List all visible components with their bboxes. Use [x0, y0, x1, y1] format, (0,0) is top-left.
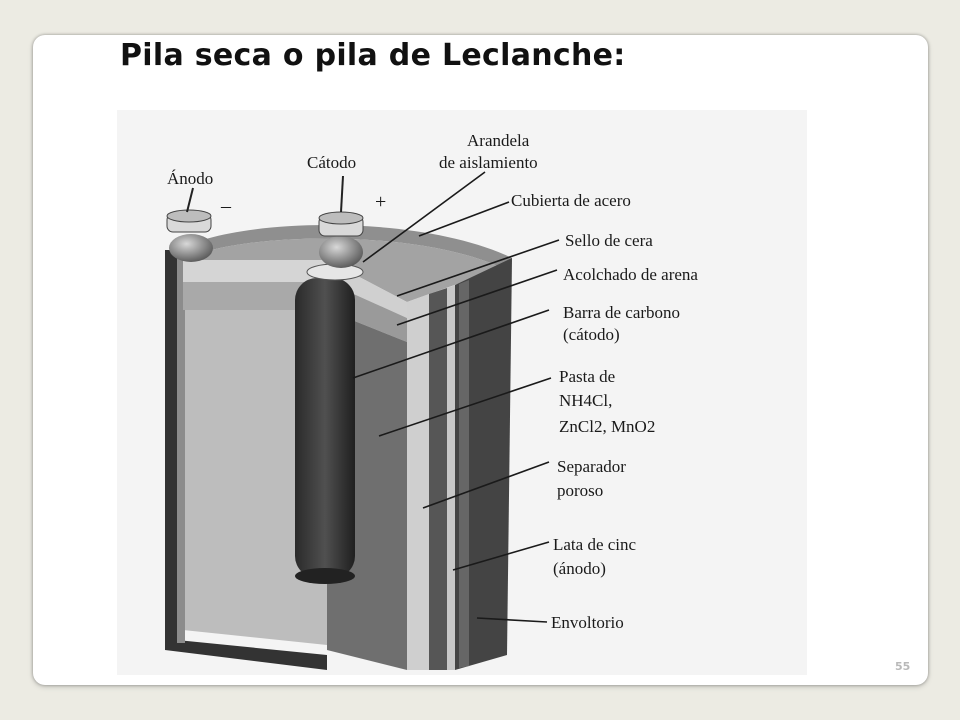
label-pasta-3: ZnCl2, MnO2: [559, 417, 655, 436]
leader-lines: [352, 171, 560, 623]
steel-cover-surface: [183, 238, 502, 302]
cathode-terminal-base: [319, 236, 363, 268]
zinc-can-left: [177, 255, 185, 643]
plus-sign: +: [375, 191, 386, 213]
label-barra-1: Barra de carbono: [563, 303, 680, 322]
separator-layer: [407, 294, 429, 670]
dry-cell-diagram: Ánodo Cátodo – + Arandela de aislamiento…: [117, 110, 807, 675]
label-envoltorio: Envoltorio: [551, 613, 624, 632]
label-acolchado: Acolchado de arena: [563, 265, 698, 284]
minus-sign: –: [220, 195, 232, 217]
steel-cover: [175, 225, 512, 268]
label-barra-2: (cátodo): [563, 325, 620, 344]
paste-left-face: [183, 260, 327, 645]
wrapper-right-highlight: [459, 280, 469, 668]
label-separador-1: Separador: [557, 457, 626, 476]
label-lata-1: Lata de cinc: [553, 535, 637, 554]
zinc-can-right: [429, 288, 447, 670]
label-cubierta: Cubierta de acero: [511, 191, 631, 210]
anode-terminal-base: [169, 234, 213, 262]
anode-terminal-top: [166, 209, 212, 223]
anode-stem: [186, 187, 194, 213]
wax-band-left: [183, 260, 327, 282]
carbon-rod-bottom: [295, 568, 355, 584]
zinc-can-stripe: [447, 285, 455, 670]
carbon-rod: [295, 278, 355, 578]
cathode-terminal-top: [318, 211, 364, 225]
anode-label: Ánodo: [167, 169, 213, 188]
page-number: 55: [895, 660, 911, 673]
label-sello: Sello de cera: [565, 231, 653, 250]
label-separador-2: poroso: [557, 481, 603, 500]
label-pasta-1: Pasta de: [559, 367, 615, 386]
label-arandela-2: de aislamiento: [439, 153, 538, 172]
sand-band-left: [183, 282, 327, 310]
wrapper-right: [455, 258, 512, 670]
label-arandela-1: Arandela: [467, 131, 530, 150]
label-pasta-2: NH4Cl,: [559, 391, 612, 410]
cathode-stem: [340, 175, 344, 213]
label-lata-2: (ánodo): [553, 559, 606, 578]
slide-title: Pila seca o pila de Leclanche:: [120, 38, 626, 73]
cathode-label: Cátodo: [307, 153, 356, 172]
